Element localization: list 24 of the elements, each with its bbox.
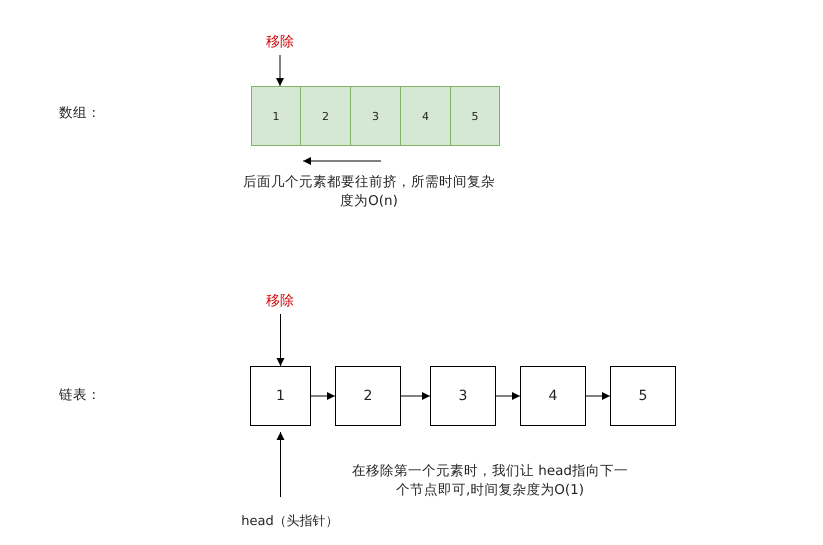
arrow (276, 432, 284, 498)
row-label: 数组： (58, 104, 102, 123)
arrow (276, 314, 284, 366)
array-cell: 1 (251, 86, 301, 146)
explanation-note: 后面几个元素都要往前挤，所需时间复杂度为O(n) (242, 173, 496, 211)
arrow (586, 392, 610, 400)
pointer-label: head（头指针） (222, 511, 358, 531)
array-cell: 4 (400, 86, 451, 146)
explanation-note: 在移除第一个元素时，我们让 head指向下一个节点即可,时间复杂度为O(1) (351, 462, 629, 500)
list-node: 1 (250, 366, 311, 426)
array-cell: 3 (350, 86, 401, 146)
row-label: 链表： (58, 386, 102, 405)
annotation-text: 移除 (258, 32, 302, 52)
arrow (310, 392, 336, 400)
list-node: 5 (610, 366, 676, 426)
arrow (496, 392, 520, 400)
annotation-text: 移除 (258, 291, 302, 311)
arrow (276, 54, 284, 86)
arrow (400, 392, 430, 400)
array-cell: 5 (450, 86, 500, 146)
list-node: 3 (430, 366, 496, 426)
array-cell: 2 (300, 86, 351, 146)
list-node: 2 (335, 366, 401, 426)
list-node: 4 (520, 366, 586, 426)
